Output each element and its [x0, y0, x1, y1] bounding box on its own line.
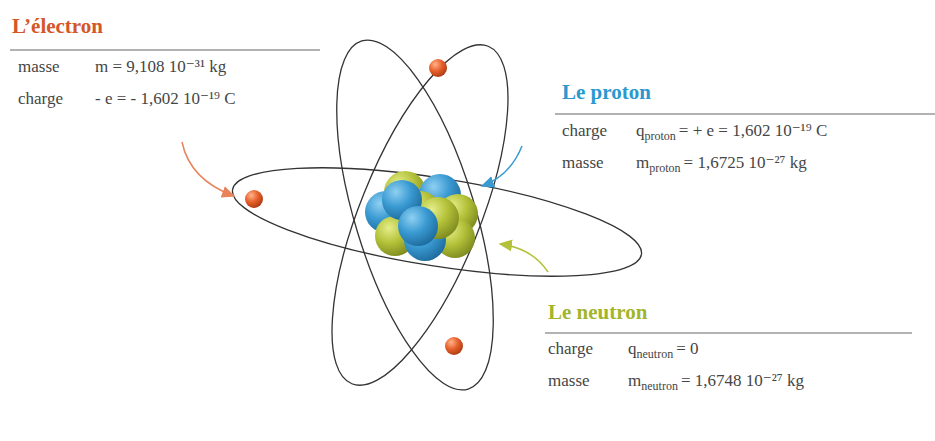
symbol: m	[628, 371, 641, 390]
property-text: = + e = 1,602 10⁻¹⁹ C	[679, 121, 827, 140]
subscript: proton	[645, 129, 676, 143]
heading-rule	[555, 113, 935, 114]
property-text: - e = - 1,602 10⁻¹⁹ C	[95, 89, 236, 108]
property-line: - e = - 1,602 10⁻¹⁹ C	[95, 89, 236, 109]
heading: Le proton	[562, 80, 651, 104]
heading-group: L’électron	[12, 14, 103, 38]
property-text: charge	[18, 89, 63, 108]
property-text: = 1,6725 10⁻²⁷ kg	[684, 153, 807, 172]
property-line: m = 9,108 10⁻³¹ kg	[95, 57, 226, 77]
property-line: charge	[562, 121, 607, 141]
heading: L’électron	[12, 14, 103, 38]
heading-rule	[545, 332, 912, 333]
property-text: = 1,6748 10⁻²⁷ kg	[681, 371, 804, 390]
property-text: masse	[548, 371, 590, 390]
property-line: masse	[562, 153, 604, 173]
leader-arrow	[182, 142, 234, 196]
property-line: qproton= + e = 1,602 10⁻¹⁹ C	[636, 121, 827, 146]
subscript: neutron	[637, 347, 674, 361]
symbol: q	[636, 121, 645, 140]
leader-arrow	[500, 244, 548, 272]
property-text: charge	[562, 121, 607, 140]
property-line: masse	[548, 371, 590, 391]
property-line: charge	[18, 89, 63, 109]
symbol: m	[636, 153, 649, 172]
property-text: masse	[562, 153, 604, 172]
leader-arrow	[482, 146, 522, 186]
electron	[245, 59, 463, 355]
property-text: = 0	[676, 339, 698, 358]
property-line: mproton = 1,6725 10⁻²⁷ kg	[636, 153, 807, 178]
property-line: qneutron= 0	[628, 339, 699, 364]
heading-rule	[10, 49, 320, 50]
symbol: q	[628, 339, 637, 358]
property-line: mneutron= 1,6748 10⁻²⁷ kg	[628, 371, 804, 396]
property-text: masse	[18, 57, 60, 76]
heading: Le neutron	[548, 300, 647, 324]
nucleus	[365, 171, 478, 261]
subscript: proton	[649, 161, 680, 175]
property-text: m = 9,108 10⁻³¹ kg	[95, 57, 226, 76]
subscript: neutron	[641, 379, 678, 393]
heading-group: Le proton	[562, 80, 651, 104]
property-line: charge	[548, 339, 593, 359]
property-line: masse	[18, 57, 60, 77]
heading-group: Le neutron	[548, 300, 647, 324]
property-text: charge	[548, 339, 593, 358]
